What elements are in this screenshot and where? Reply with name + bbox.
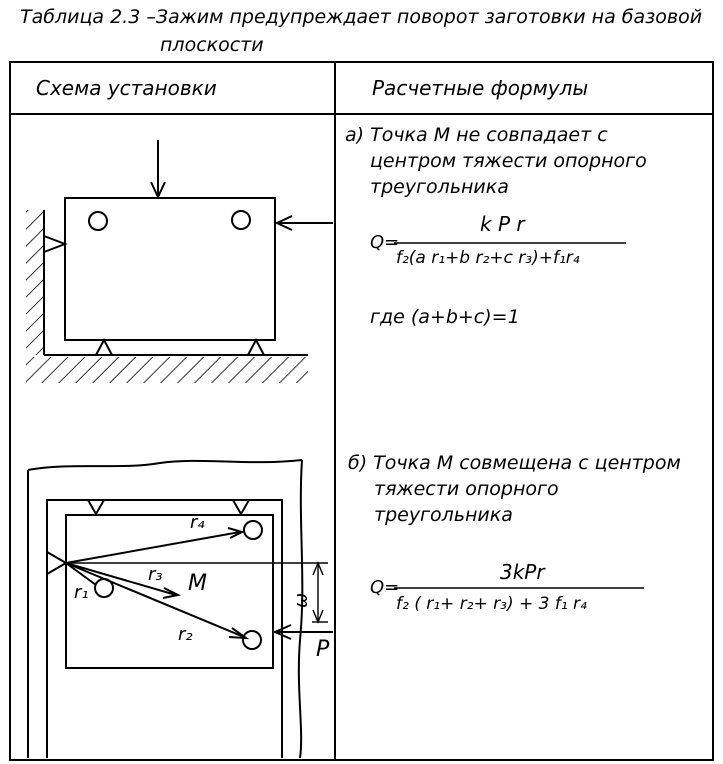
case-b-line-3: треугольника	[374, 504, 513, 526]
title-line-1: Таблица 2.3 –Зажим предупреждает поворот…	[20, 6, 703, 28]
column-header-scheme: Схема установки	[36, 76, 217, 100]
formula-b-numerator: 3kPr	[500, 560, 545, 584]
case-b-line-2: тяжести опорного	[374, 478, 559, 500]
diagram-b	[27, 459, 333, 759]
label-P: P	[316, 637, 330, 662]
formula-a-denominator: f₂(a r₁+b r₂+c r₃)+f₁r₄	[396, 248, 580, 268]
case-a-line-3: треугольника	[370, 176, 509, 198]
formula-a-numerator: k P r	[480, 212, 525, 236]
label-r4: r₄	[190, 512, 205, 533]
label-r3: r₃	[148, 564, 163, 585]
diagram-a	[26, 140, 333, 383]
case-b-line-1: б) Точка М совмещена с центром	[348, 452, 681, 474]
label-r1: r₁	[74, 582, 89, 603]
title-line-2: плоскости	[160, 34, 264, 56]
column-header-formulas: Расчетные формулы	[372, 76, 589, 100]
formula-a-lhs: Q=	[370, 232, 400, 253]
case-a-line-2: центром тяжести опорного	[370, 150, 647, 172]
label-M: M	[188, 571, 207, 596]
table-frame	[9, 61, 714, 761]
case-a-line-1: а) Точка М не совпадает с	[345, 124, 608, 146]
label-r2: r₂	[178, 624, 193, 645]
formula-b-denominator: f₂ ( r₁+ r₂+ r₃) + 3 f₁ r₄	[396, 594, 587, 614]
label-omega: ω	[291, 593, 312, 608]
case-a-condition: где (a+b+c)=1	[370, 306, 520, 328]
formula-b-lhs: Q=	[370, 577, 400, 598]
